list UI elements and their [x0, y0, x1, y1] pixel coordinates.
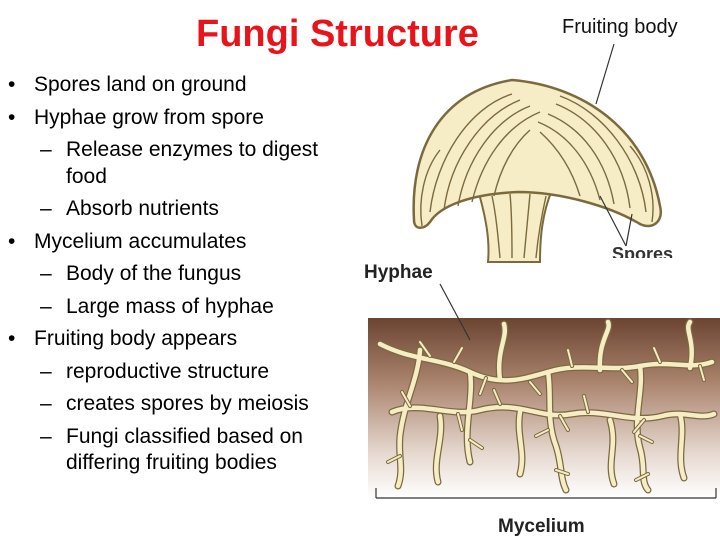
bullet-mycelium: Mycelium accumulates Body of the fungus … — [8, 229, 328, 321]
label-hyphae: Hyphae — [364, 262, 433, 283]
sub-bullet: Large mass of hyphae — [34, 294, 328, 321]
bullet-spores: Spores land on ground — [8, 72, 328, 99]
bullet-hyphae: Hyphae grow from spore Release enzymes t… — [8, 105, 328, 223]
cap-hyphae — [420, 93, 654, 259]
bullet-text: Spores land on ground — [34, 73, 247, 96]
pointer-lines — [375, 43, 717, 499]
slide-title: Fungi Structure — [196, 13, 479, 55]
sub-bullet: Fungi classified based on differing frui… — [34, 424, 328, 477]
sub-bullet: reproductive structure — [34, 359, 328, 386]
bullet-list: Spores land on ground Hyphae grow from s… — [8, 66, 328, 477]
mycelium-network — [376, 318, 718, 494]
sub-bullet: creates spores by meiosis — [34, 391, 328, 418]
bullet-text: Hyphae grow from spore — [34, 105, 264, 129]
label-mycelium: Mycelium — [498, 516, 585, 537]
fungi-diagram — [368, 43, 720, 499]
bullet-text: Fruiting body appears — [34, 327, 238, 350]
bullet-text: Mycelium accumulates — [34, 229, 247, 253]
label-fruiting-body: Fruiting body — [562, 16, 678, 38]
sub-bullet: Body of the fungus — [34, 261, 328, 288]
bullet-fruiting: Fruiting body appears reproductive struc… — [8, 326, 328, 477]
sub-bullet: Absorb nutrients — [34, 196, 328, 223]
mushroom-stalk — [476, 189, 554, 263]
sub-bullet: Release enzymes to digest food — [34, 137, 328, 190]
label-spores: Spores — [612, 244, 674, 258]
